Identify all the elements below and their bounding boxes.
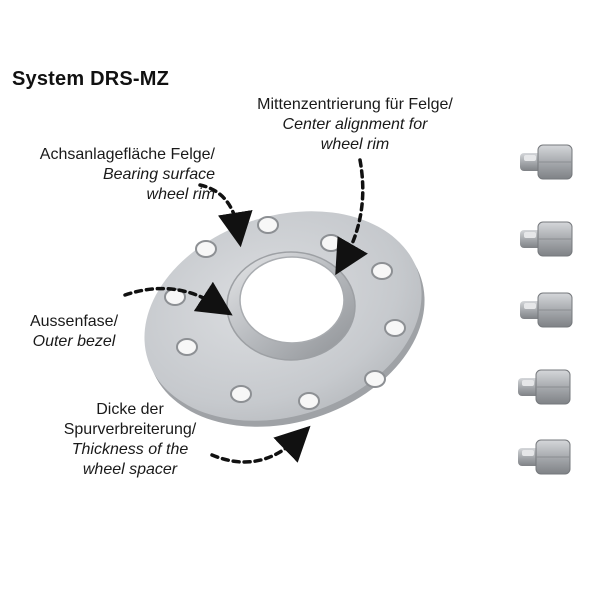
arrow-thickness: [210, 425, 311, 464]
label-bearing-surface-de: Achsanlagefläche Felge/: [39, 146, 215, 163]
diagram-title: System DRS-MZ: [12, 68, 170, 90]
lug-nut-icon: [520, 221, 573, 257]
arrow-center-alignment: [335, 158, 368, 276]
label-outer-bezel-de: Aussenfase/: [29, 313, 119, 330]
arrow-bearing-surface: [198, 183, 253, 248]
label-thickness-en1: Thickness of the: [71, 441, 189, 458]
lug-nut-icon: [520, 292, 573, 328]
center-hub-ring: [226, 251, 356, 361]
label-bearing-surface-en2: wheel rim: [146, 186, 215, 203]
annotation-arrows: [123, 158, 368, 464]
label-thickness-de1: Dicke der: [96, 401, 164, 418]
label-outer-bezel: Aussenfase/ Outer bezel: [14, 312, 134, 352]
bolt-holes: [164, 216, 406, 410]
lug-nut-icon: [520, 144, 573, 180]
label-bearing-surface: Achsanlagefläche Felge/ Bearing surface …: [10, 145, 215, 205]
label-center-alignment-en2: wheel rim: [320, 136, 390, 153]
label-bearing-surface-en1: Bearing surface: [102, 166, 215, 183]
label-thickness: Dicke der Spurverbreiterung/ Thickness o…: [40, 400, 220, 480]
lug-nut-icon: [518, 439, 571, 475]
lug-nuts: [518, 144, 573, 475]
arrow-outer-bezel: [123, 281, 233, 316]
label-center-alignment-en1: Center alignment for: [282, 116, 428, 133]
lug-nut-icon: [518, 369, 571, 405]
label-center-alignment: Mittenzentrierung für Felge/ Center alig…: [220, 95, 490, 155]
label-center-alignment-de: Mittenzentrierung für Felge/: [257, 96, 453, 113]
label-outer-bezel-en1: Outer bezel: [32, 333, 116, 350]
label-thickness-de2: Spurverbreiterung/: [63, 421, 197, 438]
label-thickness-en2: wheel spacer: [82, 461, 178, 478]
